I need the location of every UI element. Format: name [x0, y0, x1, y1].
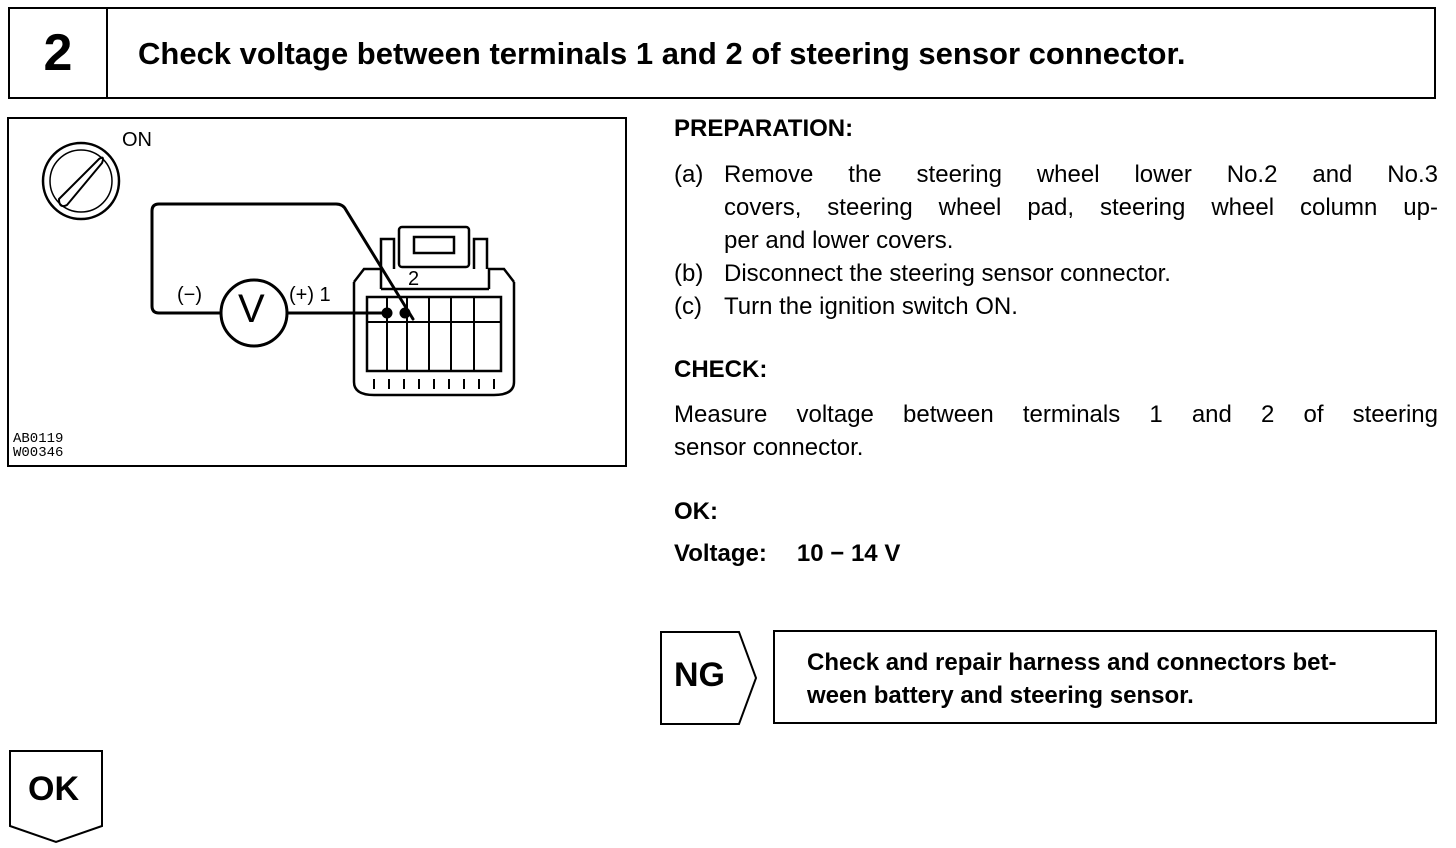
wiring-diagram: ON V (−) (+) 1 2 AB0119 W00346 — [7, 117, 627, 467]
test-lead-wires — [150, 202, 415, 321]
figure-code-1: AB0119 — [13, 431, 64, 447]
voltmeter-symbol: V — [238, 287, 265, 331]
step-text: per and lower covers. — [724, 227, 954, 254]
step-text: covers, steering wheel pad, steering whe… — [724, 194, 1438, 221]
diagram-drawing — [41, 141, 516, 397]
positive-lead-label: (+) 1 — [289, 284, 331, 306]
voltage-label: Voltage: — [674, 540, 767, 567]
voltmeter-icon — [219, 278, 289, 348]
step-marker: (c) — [674, 293, 702, 320]
ng-action-line-1: Check and repair harness and connectors … — [807, 649, 1337, 676]
step-number: 2 — [10, 9, 108, 97]
step-text: Remove the steering wheel lower No.2 and… — [724, 161, 1438, 188]
check-instruction: Measure voltage between terminals 1 and … — [674, 398, 1438, 464]
ignition-switch-icon — [41, 141, 121, 221]
steering-sensor-connector-icon — [352, 225, 516, 397]
voltage-value: 10 − 14 V — [796, 540, 901, 567]
check-line-2: sensor connector. — [674, 434, 864, 461]
ng-arrow-icon — [660, 631, 758, 725]
step-marker: (a) — [674, 161, 704, 188]
list-item: (b) Disconnect the steering sensor conne… — [674, 257, 1438, 290]
figure-code-2: W00346 — [13, 445, 64, 461]
ng-label: NG — [674, 656, 725, 694]
negative-lead-label: (−) — [177, 284, 202, 306]
step-title: Check voltage between terminals 1 and 2 … — [138, 36, 1186, 71]
check-line-1: Measure voltage between terminals 1 and … — [674, 401, 1438, 428]
list-item: (a) Remove the steering wheel lower No.2… — [674, 158, 1438, 257]
ok-arrow-icon — [9, 750, 103, 844]
voltage-spec: Voltage: 10 − 14 V — [674, 540, 900, 568]
ng-action-box: Check and repair harness and connectors … — [773, 630, 1437, 724]
probe-tips — [381, 307, 411, 319]
preparation-steps: (a) Remove the steering wheel lower No.2… — [674, 158, 1438, 323]
list-item: (c) Turn the ignition switch ON. — [674, 290, 1438, 323]
preparation-heading: PREPARATION: — [674, 115, 854, 142]
step-header: 2 Check voltage between terminals 1 and … — [8, 7, 1436, 99]
step-text: Turn the ignition switch ON. — [724, 293, 1018, 320]
check-heading: CHECK: — [674, 356, 768, 383]
ok-heading: OK: — [674, 498, 718, 525]
step-text: Disconnect the steering sensor connector… — [724, 260, 1171, 287]
ok-label: OK — [28, 770, 79, 808]
switch-on-label: ON — [122, 129, 152, 151]
terminal-2-label: 2 — [408, 268, 420, 290]
step-marker: (b) — [674, 260, 704, 287]
ng-action-line-2: ween battery and steering sensor. — [807, 682, 1194, 709]
